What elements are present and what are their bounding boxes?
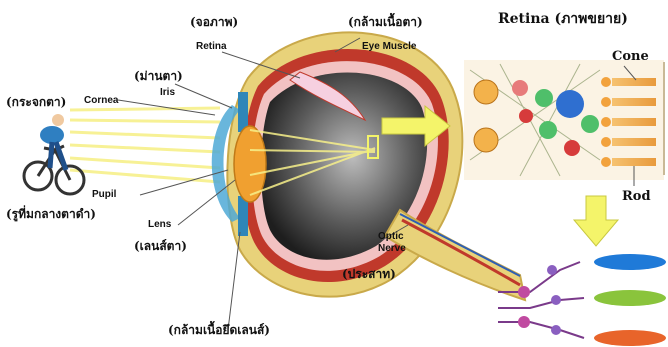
pupil-label-en: Pupil	[92, 190, 116, 200]
lens-label-th: (เลนส์ตา)	[134, 240, 187, 252]
muscle-label-en: Eye Muscle	[362, 42, 416, 52]
optic-label-en-1: Optic	[378, 232, 404, 242]
iris-label-en: Iris	[160, 88, 175, 98]
muscle-label-th: (กล้ามเนื้อตา)	[348, 16, 423, 28]
light-rays	[70, 108, 220, 182]
iris-label-th: (ม่านตา)	[134, 70, 183, 82]
ciliary-label-th: (กล้ามเนื้อยึดเลนส์)	[168, 324, 270, 336]
optic-label-en-2: Nerve	[378, 244, 406, 254]
down-arrow	[574, 196, 618, 246]
retina-label-en: Retina	[196, 42, 227, 52]
cornea-label-en: Cornea	[84, 96, 118, 106]
cyclist-illustration	[24, 114, 84, 194]
retina-panel-title: Retina (ภาพขยาย)	[498, 12, 628, 26]
pupil-label-th: (รูที่มกลางตาดำ)	[6, 208, 96, 220]
rod-label: Rod	[622, 190, 651, 203]
optic-label-th: (ประสาท)	[342, 268, 396, 280]
lens-label-en: Lens	[148, 220, 171, 230]
cornea-label-th: (กระจกตา)	[6, 96, 66, 108]
retina-magnified	[464, 60, 664, 186]
cone-label: Cone	[612, 50, 649, 63]
retina-label-th: (จอภาพ)	[190, 16, 238, 28]
